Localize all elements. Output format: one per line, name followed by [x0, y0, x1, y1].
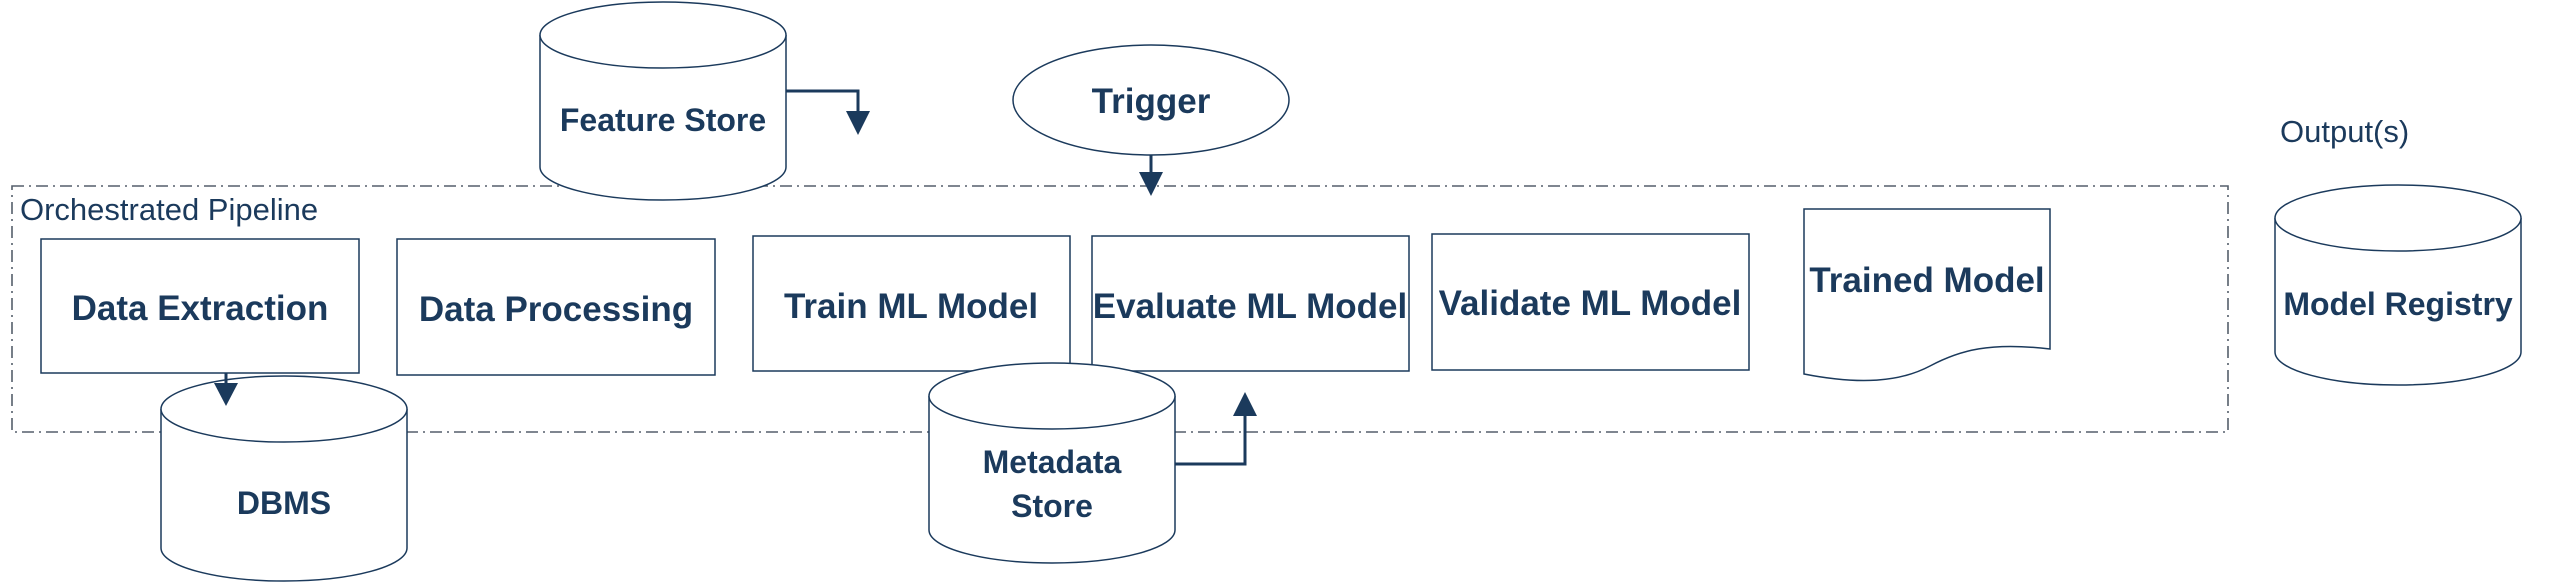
data-extraction-label: Data Extraction: [72, 289, 329, 328]
arrowhead-down-icon: [214, 383, 238, 406]
validate-ml-model-label: Validate ML Model: [1439, 284, 1742, 323]
pipeline-label: Orchestrated Pipeline: [20, 192, 318, 227]
evaluate-ml-model-label: Evaluate ML Model: [1093, 287, 1407, 326]
trained-model-label: Trained Model: [1809, 261, 2044, 300]
feature-store-label: Feature Store: [560, 102, 766, 138]
feature-store-connector: [786, 89, 870, 135]
metadata-to-evaluate-connector: [1175, 392, 1257, 466]
metadata-store-label-line2: Store: [1011, 488, 1093, 524]
trigger-label: Trigger: [1092, 82, 1211, 121]
evaluate-ml-model-node: Evaluate ML Model: [1091, 235, 1410, 372]
validate-ml-model-node: Validate ML Model: [1431, 233, 1750, 371]
trigger-node: Trigger: [1012, 44, 1290, 156]
data-processing-node: Data Processing: [396, 238, 716, 376]
arrowhead-up-icon: [1233, 392, 1257, 416]
trained-model-node: Trained Model: [1803, 208, 2051, 382]
train-ml-model-node: Train ML Model: [752, 235, 1071, 372]
data-extraction-node: Data Extraction: [40, 238, 360, 374]
metadata-store-label-line1: Metadata: [983, 444, 1122, 480]
arrowhead-down-icon: [846, 111, 870, 135]
arrowhead-down-icon: [1139, 172, 1163, 196]
dbms-label: DBMS: [237, 485, 331, 521]
data-processing-label: Data Processing: [419, 290, 693, 329]
trigger-connector: [1139, 155, 1163, 196]
extraction-to-dbms-connector: [214, 373, 238, 406]
dbms-node: DBMS: [160, 375, 408, 582]
output-label: Output(s): [2280, 114, 2409, 149]
model-registry-node: Model Registry: [2274, 184, 2522, 386]
train-ml-model-label: Train ML Model: [784, 287, 1038, 326]
feature-store-node: Feature Store: [539, 1, 787, 201]
metadata-store-node: Metadata Store: [928, 362, 1176, 564]
model-registry-label: Model Registry: [2283, 286, 2513, 322]
